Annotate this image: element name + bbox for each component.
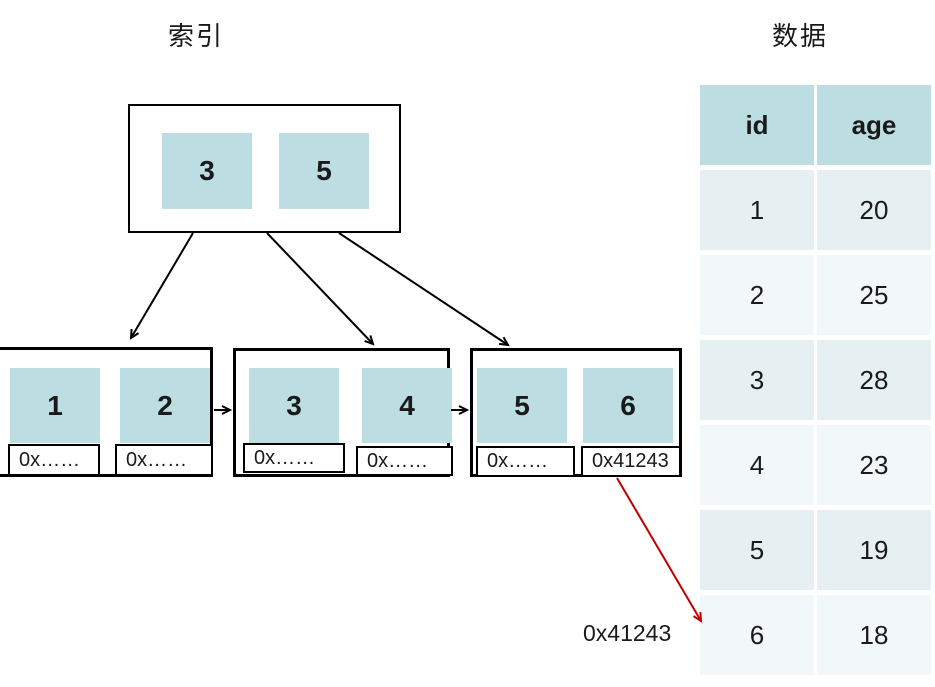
leaf-key: 3 bbox=[249, 368, 339, 443]
root-key: 3 bbox=[162, 133, 252, 209]
table-cell-id: 5 bbox=[700, 510, 814, 590]
table-cell-age: 20 bbox=[817, 170, 931, 250]
pointer-address-cell: 0x…… bbox=[115, 444, 213, 476]
table-row: 3 28 bbox=[700, 340, 931, 420]
leaf-key: 6 bbox=[583, 368, 673, 443]
table-row: 5 19 bbox=[700, 510, 931, 590]
table-cell-id: 4 bbox=[700, 425, 814, 505]
table-header-row: id age bbox=[700, 85, 931, 165]
data-section-title: 数据 bbox=[772, 21, 829, 51]
table-row: 4 23 bbox=[700, 425, 931, 505]
pointer-red-arrow bbox=[616, 477, 703, 623]
root-to-leaf1-arrow bbox=[129, 232, 194, 340]
table-row: 1 20 bbox=[700, 170, 931, 250]
table-header-id: id bbox=[700, 85, 814, 165]
table-cell-age: 23 bbox=[817, 425, 931, 505]
leaf-node-3: 5 6 0x…… 0x41243 bbox=[470, 348, 682, 477]
table-row: 2 25 bbox=[700, 255, 931, 335]
table-cell-age: 18 bbox=[817, 595, 931, 675]
data-table: id age 1 20 2 25 3 28 4 bbox=[697, 80, 934, 680]
table-cell-id: 2 bbox=[700, 255, 814, 335]
pointer-address-cell: 0x…… bbox=[476, 446, 575, 477]
root-to-leaf3-arrow bbox=[338, 232, 510, 347]
table-cell-age: 19 bbox=[817, 510, 931, 590]
leaf-key: 1 bbox=[10, 368, 100, 443]
leaf-key: 4 bbox=[362, 368, 452, 443]
table-cell-age: 28 bbox=[817, 340, 931, 420]
pointer-address-label: 0x41243 bbox=[583, 620, 672, 646]
table-row: 6 18 bbox=[700, 595, 931, 675]
table-cell-id: 3 bbox=[700, 340, 814, 420]
table-cell-id: 6 bbox=[700, 595, 814, 675]
leaf-node-1: 1 2 0x…… 0x…… bbox=[0, 347, 213, 477]
leaf-node-2: 3 4 0x…… 0x…… bbox=[233, 348, 453, 477]
root-to-leaf2-arrow bbox=[266, 232, 375, 346]
table-cell-id: 1 bbox=[700, 170, 814, 250]
root-key: 5 bbox=[279, 133, 369, 209]
pointer-address-cell: 0x…… bbox=[356, 446, 453, 476]
table-header-age: age bbox=[817, 85, 931, 165]
root-node: 3 5 bbox=[128, 104, 401, 233]
index-section-title: 索引 bbox=[168, 21, 225, 51]
pointer-address-cell: 0x41243 bbox=[581, 446, 681, 477]
table-cell-age: 25 bbox=[817, 255, 931, 335]
pointer-address-cell: 0x…… bbox=[8, 444, 100, 476]
leaf-key: 2 bbox=[120, 368, 210, 443]
leaf-key: 5 bbox=[477, 368, 567, 443]
pointer-address-cell: 0x…… bbox=[243, 443, 345, 473]
